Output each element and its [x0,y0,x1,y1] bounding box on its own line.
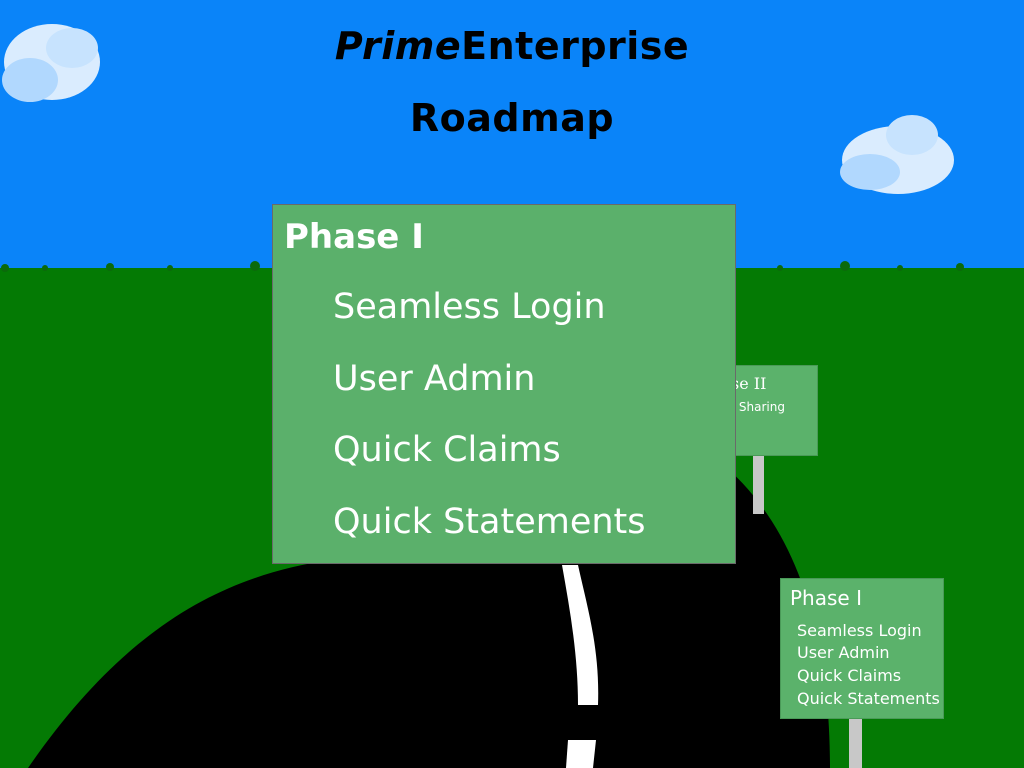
page-subtitle: Roadmap [409,96,615,140]
callout-item: Seamless Login [333,287,606,327]
phase2-sign-title: se II [731,374,767,393]
road-dash-2 [566,740,596,768]
brand-enterprise: Enterprise [461,24,690,68]
small-sign-item: Seamless Login [797,621,922,640]
phase1-small-sign: Phase I Seamless Login User Admin Quick … [780,578,944,719]
phase1-callout-box: Phase I Seamless Login User Admin Quick … [272,204,736,564]
callout-item: Quick Statements [333,502,646,542]
cloud-left [2,24,100,102]
phase2-sign-item: ta Sharing [723,400,785,414]
brand-prime: Prime [334,24,462,68]
page-title: PrimeEnterprise [0,24,1024,68]
road-dash-1 [562,565,599,705]
callout-item: User Admin [333,359,536,399]
small-sign-heading: Phase I [790,586,862,610]
callout-item: Quick Claims [333,430,561,470]
small-sign-item: User Admin [797,643,890,662]
small-sign-item: Quick Claims [797,666,902,685]
horizon-shrubs [1,261,964,272]
phase2-sign-post [753,454,764,514]
callout-heading: Phase I [284,217,424,257]
cloud-right [840,115,954,194]
small-sign-post [849,716,862,768]
small-sign-item: Quick Statements [797,689,940,708]
